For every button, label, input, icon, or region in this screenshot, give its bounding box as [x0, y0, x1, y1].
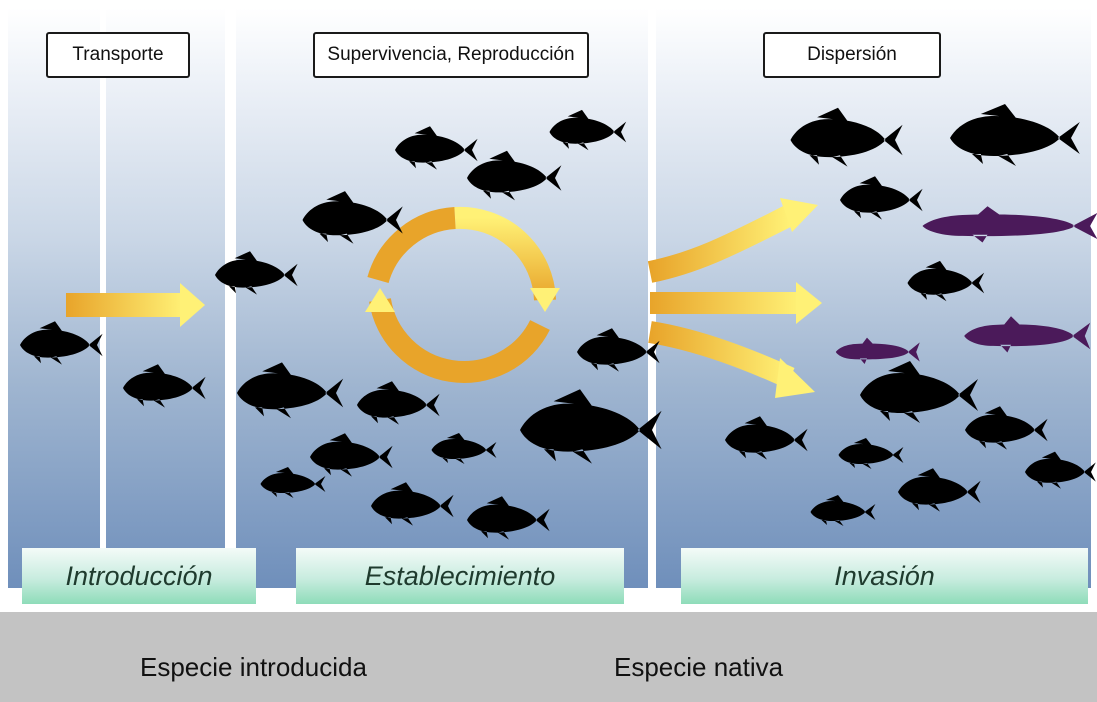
introduced-fish — [840, 176, 923, 219]
introduced-fish — [839, 438, 904, 469]
legend-native-label: Especie nativa — [614, 652, 783, 683]
native-fish — [836, 338, 920, 364]
dispersal-label: Dispersión — [763, 32, 941, 78]
introduced-fish — [1025, 452, 1096, 489]
reproduction-cycle-arrow — [365, 218, 560, 372]
native-fish — [964, 316, 1090, 352]
introduced-fish — [550, 110, 627, 150]
introduced-fish — [20, 321, 103, 364]
survival-reproduction-label: Supervivencia, Reproducción — [313, 32, 589, 78]
introduced-fish — [432, 433, 497, 464]
stage-introduction: Introducción — [22, 548, 256, 604]
introduced-fish — [123, 364, 206, 407]
introduced-fish — [950, 104, 1080, 166]
dispersal-arrows — [650, 198, 822, 398]
introduced-fish — [261, 467, 326, 498]
introduced-fish — [357, 381, 440, 424]
introduced-fish — [860, 361, 978, 423]
legend-introduced-label: Especie introducida — [140, 652, 367, 683]
introduced-fish — [791, 108, 903, 167]
transport-divider-right — [225, 8, 231, 588]
introduced-fish — [303, 191, 403, 244]
introduced-fish-group-establishment — [215, 110, 662, 540]
native-fish — [923, 206, 1097, 242]
introduced-fish — [965, 406, 1048, 449]
transport-label: Transporte — [46, 32, 190, 78]
introduced-fish — [467, 151, 561, 201]
introduced-fish — [520, 389, 662, 463]
introduced-fish — [310, 433, 393, 476]
stage-invasion: Invasión — [681, 548, 1088, 604]
introduced-fish — [811, 495, 876, 526]
introduced-fish — [395, 126, 478, 169]
introduced-fish — [237, 362, 343, 418]
introduced-fish — [725, 416, 808, 459]
introduced-fish-group-introduction — [20, 321, 206, 407]
introduced-fish — [898, 468, 981, 511]
introduction-arrow — [66, 283, 205, 327]
introduced-fish — [467, 496, 550, 539]
introduced-fish-group-invasion — [725, 104, 1096, 526]
introduced-fish — [908, 261, 985, 301]
stage-establishment: Establecimiento — [296, 548, 624, 604]
introduced-fish — [577, 328, 660, 371]
introduced-fish — [371, 482, 454, 525]
